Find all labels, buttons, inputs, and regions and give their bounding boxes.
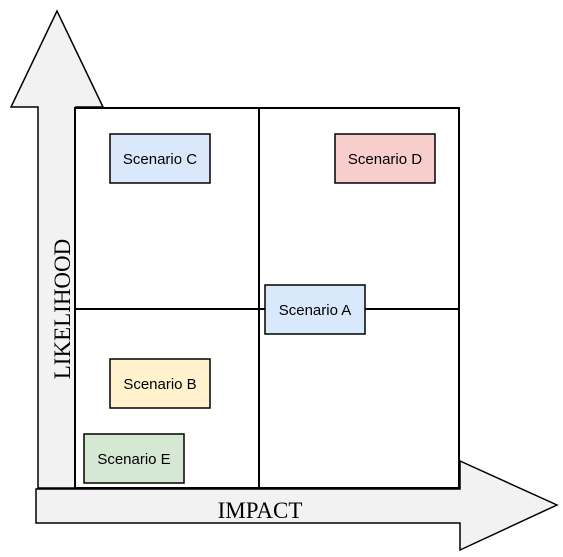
scenario-e-node[interactable]: Scenario E — [83, 433, 185, 484]
scenario-d-label: Scenario D — [348, 151, 422, 168]
scenario-c-node[interactable]: Scenario C — [109, 133, 211, 184]
scenario-d-node[interactable]: Scenario D — [334, 133, 436, 184]
y-axis-label: LIKELIHOOD — [50, 239, 75, 380]
scenario-c-label: Scenario C — [123, 151, 197, 168]
quadrant-bottom-right — [258, 308, 460, 489]
scenario-a-node[interactable]: Scenario A — [264, 284, 366, 335]
scenario-b-label: Scenario B — [123, 376, 196, 393]
x-axis-label: IMPACT — [218, 498, 303, 523]
scenario-e-label: Scenario E — [97, 451, 170, 468]
scenario-a-label: Scenario A — [279, 302, 352, 319]
scenario-b-node[interactable]: Scenario B — [109, 358, 211, 409]
